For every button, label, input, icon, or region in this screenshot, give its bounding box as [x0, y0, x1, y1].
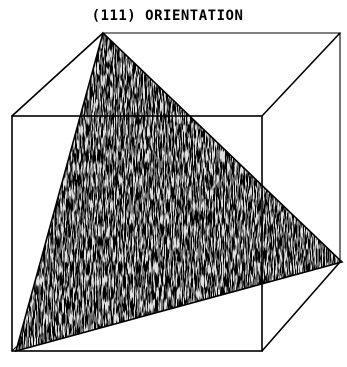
cube-bottom-right-edge	[261, 261, 341, 352]
cube-top-left-edge	[11, 32, 104, 117]
plane-outline	[14, 31, 344, 353]
cube-top-right-edge	[261, 32, 341, 117]
cube-front-face	[11, 115, 263, 352]
diagram-title: (111) ORIENTATION	[91, 8, 244, 24]
